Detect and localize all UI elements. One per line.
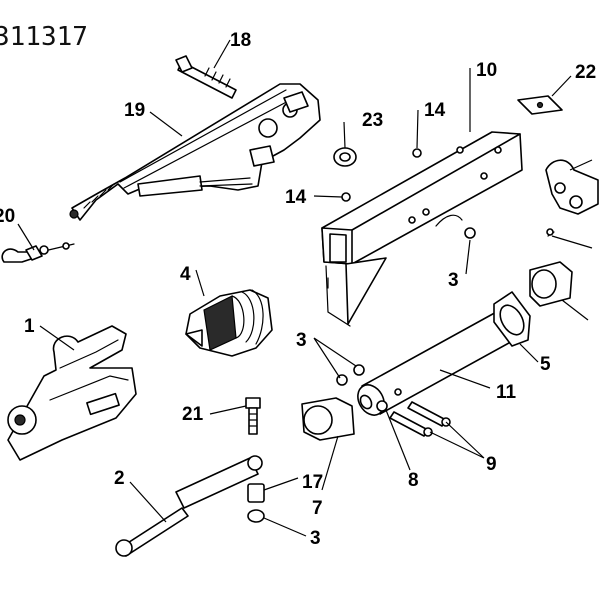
callout-19: 19 bbox=[124, 100, 145, 121]
part-20-pin bbox=[1, 242, 75, 263]
callout-4: 4 bbox=[180, 264, 191, 285]
callout-9: 9 bbox=[486, 454, 497, 475]
part-9-bolts bbox=[389, 401, 451, 437]
callout-20: 20 bbox=[0, 206, 15, 227]
callout-3-middle: 3 bbox=[296, 330, 307, 351]
part-3-nut-b bbox=[353, 364, 365, 376]
callout-18: 18 bbox=[230, 30, 251, 51]
callout-17: 17 bbox=[302, 472, 323, 493]
callout-10: 10 bbox=[476, 60, 497, 81]
part-8-bolt bbox=[376, 400, 388, 412]
part-5-flange bbox=[493, 291, 531, 347]
callout-21: 21 bbox=[182, 404, 204, 425]
callout-2: 2 bbox=[114, 468, 125, 489]
part-21-bolt bbox=[245, 397, 261, 435]
callout-7: 7 bbox=[312, 498, 323, 519]
part-22-plate bbox=[517, 95, 563, 115]
part-2-shock-absorber bbox=[115, 455, 263, 557]
part-14-nut-upper bbox=[412, 148, 422, 158]
part-bushing-right bbox=[529, 261, 573, 307]
callout-11: 11 bbox=[496, 382, 517, 403]
part-17-spacer bbox=[247, 483, 265, 503]
part-18-bolt bbox=[175, 55, 237, 99]
callout-1: 1 bbox=[24, 316, 35, 337]
part-4-bellows bbox=[185, 289, 273, 357]
part-3-nut-a bbox=[464, 227, 476, 239]
callout-23: 23 bbox=[362, 110, 383, 131]
part-7-bushing bbox=[301, 397, 355, 441]
part-3-nut-d bbox=[247, 509, 265, 523]
callout-14-lower: 14 bbox=[285, 187, 307, 208]
callout-3-lower: 3 bbox=[310, 528, 321, 549]
callout-14-upper: 14 bbox=[424, 100, 446, 121]
part-23-washer bbox=[333, 147, 357, 167]
part-1-coupling-head bbox=[7, 325, 137, 461]
callout-3-upper: 3 bbox=[448, 270, 459, 291]
part-handbrake-lever bbox=[545, 159, 599, 237]
leader-lines bbox=[17, 39, 593, 537]
callout-5: 5 bbox=[540, 354, 551, 375]
callout-8: 8 bbox=[408, 470, 419, 491]
callout-22: 22 bbox=[575, 62, 596, 83]
part-10-housing bbox=[321, 131, 523, 327]
part-19-linkage bbox=[69, 83, 321, 221]
drawing-code: 311317 bbox=[0, 22, 88, 52]
part-14-nut-lower bbox=[341, 192, 351, 202]
